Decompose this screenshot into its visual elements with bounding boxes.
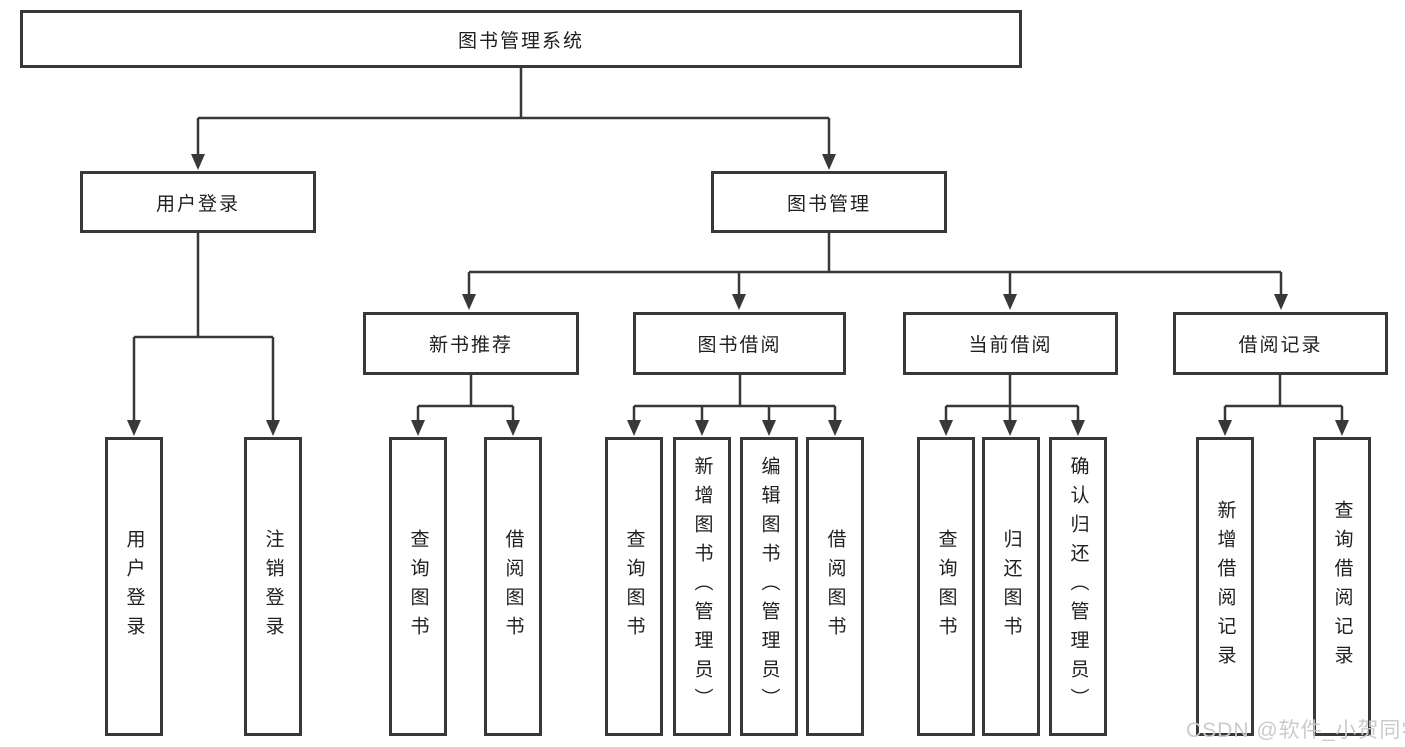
node-current-borrow: 当前借阅 — [903, 312, 1118, 375]
leaf-add-book-admin: 新增图书（管理员） — [673, 437, 731, 736]
leaf-confirm-return-admin: 确认归还（管理员） — [1049, 437, 1107, 736]
leaf-user-login: 用户登录 — [105, 437, 163, 736]
leaf-borrow-book-1: 借阅图书 — [484, 437, 542, 736]
leaf-logout: 注销登录 — [244, 437, 302, 736]
node-user-login-branch: 用户登录 — [80, 171, 316, 233]
arrowheads — [127, 154, 1349, 436]
node-new-book-recommend: 新书推荐 — [363, 312, 579, 375]
node-book-management-branch: 图书管理 — [711, 171, 947, 233]
leaf-query-book-2: 查询图书 — [605, 437, 663, 736]
leaf-return-book: 归还图书 — [982, 437, 1040, 736]
node-borrow-record: 借阅记录 — [1173, 312, 1388, 375]
leaf-query-book-1: 查询图书 — [389, 437, 447, 736]
leaf-add-borrow-record: 新增借阅记录 — [1196, 437, 1254, 736]
node-root-library-system: 图书管理系统 — [20, 10, 1022, 68]
leaf-borrow-book-2: 借阅图书 — [806, 437, 864, 736]
leaf-query-book-3: 查询图书 — [917, 437, 975, 736]
leaf-query-borrow-record: 查询借阅记录 — [1313, 437, 1371, 736]
csdn-watermark: CSDN @软件_小贺同学 — [1186, 719, 1405, 742]
leaf-edit-book-admin: 编辑图书（管理员） — [740, 437, 798, 736]
node-book-borrow: 图书借阅 — [633, 312, 846, 375]
